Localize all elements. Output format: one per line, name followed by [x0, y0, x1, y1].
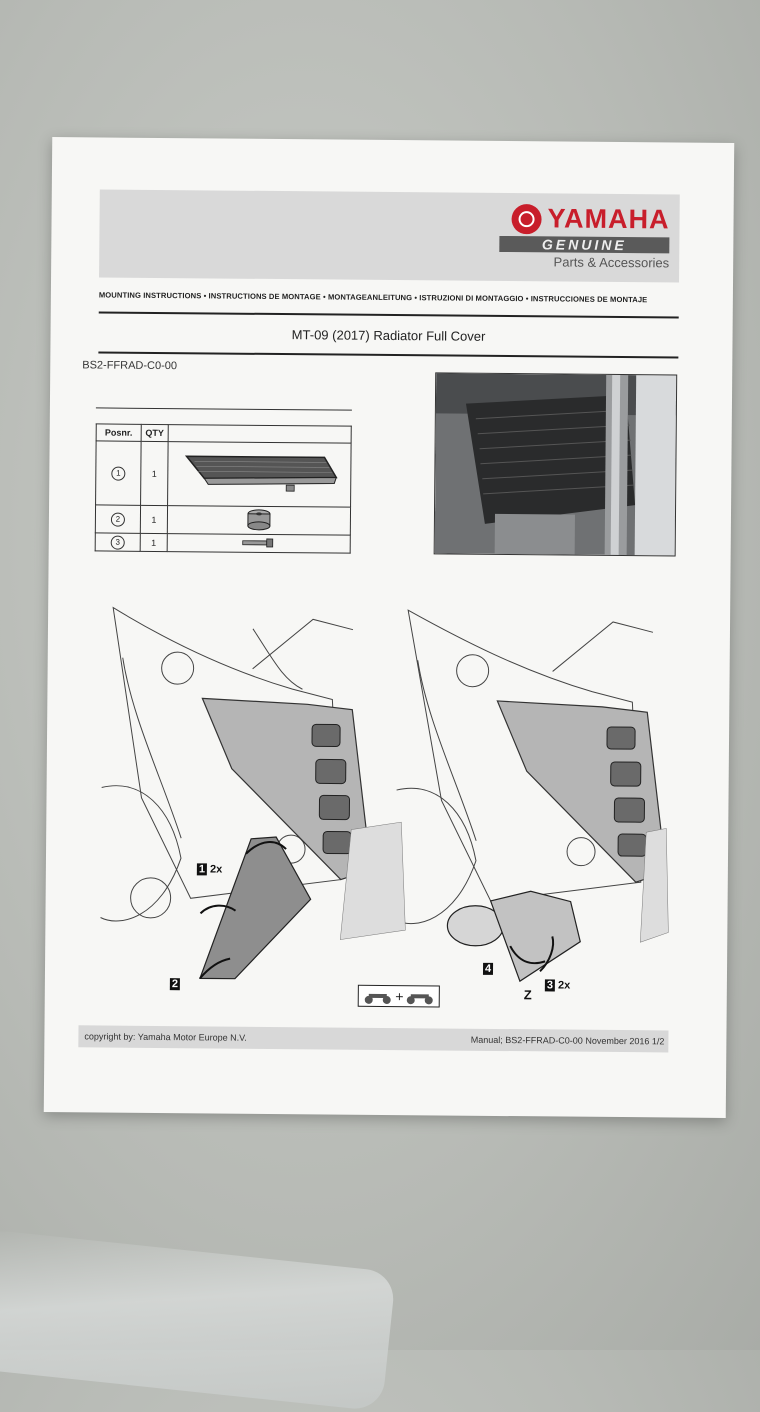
parts-accessories-label: Parts & Accessories	[553, 254, 670, 271]
bolt-icon	[167, 533, 351, 554]
brand-name: YAMAHA	[547, 203, 670, 235]
col-header-image	[168, 424, 352, 444]
installation-drawings: 1 2x 2 4 3 2x Z +	[100, 598, 711, 1008]
installation-photo	[433, 372, 678, 557]
quantity: 1	[140, 505, 168, 534]
footer-bar: copyright by: Yamaha Motor Europe N.V. M…	[78, 1025, 669, 1053]
table-row: 2 1	[95, 504, 351, 536]
col-header-posnr: Posnr.	[96, 423, 142, 442]
quantity: 1	[140, 533, 168, 552]
yamaha-logo: YAMAHA GENUINE Parts & Accessories	[499, 203, 670, 270]
instruction-sheet: YAMAHA GENUINE Parts & Accessories MOUNT…	[43, 137, 735, 1118]
table-row: 3 1	[95, 532, 351, 554]
position-number: 1	[111, 466, 126, 481]
rubber-spacer-icon	[167, 505, 351, 536]
languages-line: MOUNTING INSTRUCTIONS • INSTRUCTIONS DE …	[98, 290, 648, 305]
svg-text:+: +	[395, 990, 404, 1003]
radiator-grille-icon	[167, 441, 352, 508]
plastic-sheet	[0, 1228, 397, 1412]
motorcycle-icon: +	[357, 984, 440, 1008]
divider	[95, 407, 352, 411]
quantity: 1	[140, 441, 169, 506]
manual-reference: Manual; BS2-FFRAD-C0-00 November 2016 1/…	[470, 1034, 665, 1047]
position-number: 2	[110, 512, 125, 527]
header-banner: YAMAHA GENUINE Parts & Accessories	[99, 189, 680, 283]
step-label: 2	[169, 978, 181, 991]
parts-table: Posnr. QTY 1 1 2 1	[95, 423, 352, 554]
document-title: MT-09 (2017) Radiator Full Cover	[291, 327, 486, 344]
tuning-fork-icon	[511, 203, 542, 234]
table-row: 1 1	[95, 440, 352, 508]
position-number: 3	[110, 535, 125, 550]
copyright-text: copyright by: Yamaha Motor Europe N.V.	[84, 1031, 247, 1043]
step-label: 4	[482, 962, 494, 975]
divider	[98, 351, 679, 359]
part-number: BS2-FFRAD-C0-00	[82, 359, 178, 373]
step-label: 3 2x	[544, 979, 571, 992]
step-label: Z	[523, 987, 532, 1003]
step-label: 1 2x	[196, 863, 223, 876]
divider	[98, 311, 679, 319]
genuine-label: GENUINE	[499, 235, 670, 254]
col-header-qty: QTY	[141, 424, 169, 442]
